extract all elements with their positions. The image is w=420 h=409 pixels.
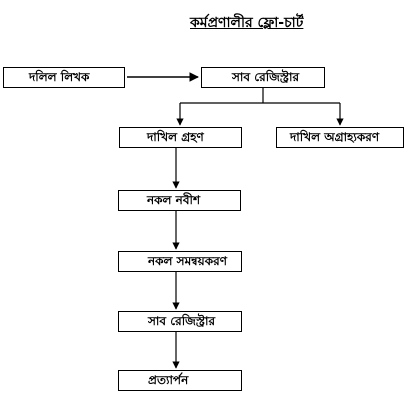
node-sub-registrar-bottom: সাব রেজিস্ট্রার [118,311,242,332]
node-accept-filing: দাখিল গ্রহণ [119,127,242,148]
node-copy-verification: নকল সমন্বয়করণ [118,251,242,272]
node-accept-filing-label: দাখিল গ্রহণ [147,130,204,144]
node-sub-registrar-top: সাব রেজিস্ট্রার [201,67,325,88]
node-reject-filing: দাখিল অগ্রাহ্যকরণ [276,127,404,148]
node-deed-writer: দলিল লিখক [3,67,125,88]
node-return: প্রত্যার্পন [118,370,242,391]
node-sub-registrar-top-label: সাব রেজিস্ট্রার [232,70,300,84]
node-reject-filing-label: দাখিল অগ্রাহ্যকরণ [290,130,380,144]
node-deed-writer-label: দলিল লিখক [29,70,90,84]
node-copy-writer: নকল নবীশ [118,190,241,211]
node-copy-writer-label: নকল নবীশ [147,193,201,207]
node-return-label: প্রত্যার্পন [148,373,189,387]
node-sub-registrar-bottom-label: সাব রেজিস্ট্রার [148,314,216,328]
node-copy-verification-label: নকল সমন্বয়করণ [148,254,227,268]
flowchart-title: কর্মপ্রণালীর ফ্লো-চার্ট [190,15,304,31]
